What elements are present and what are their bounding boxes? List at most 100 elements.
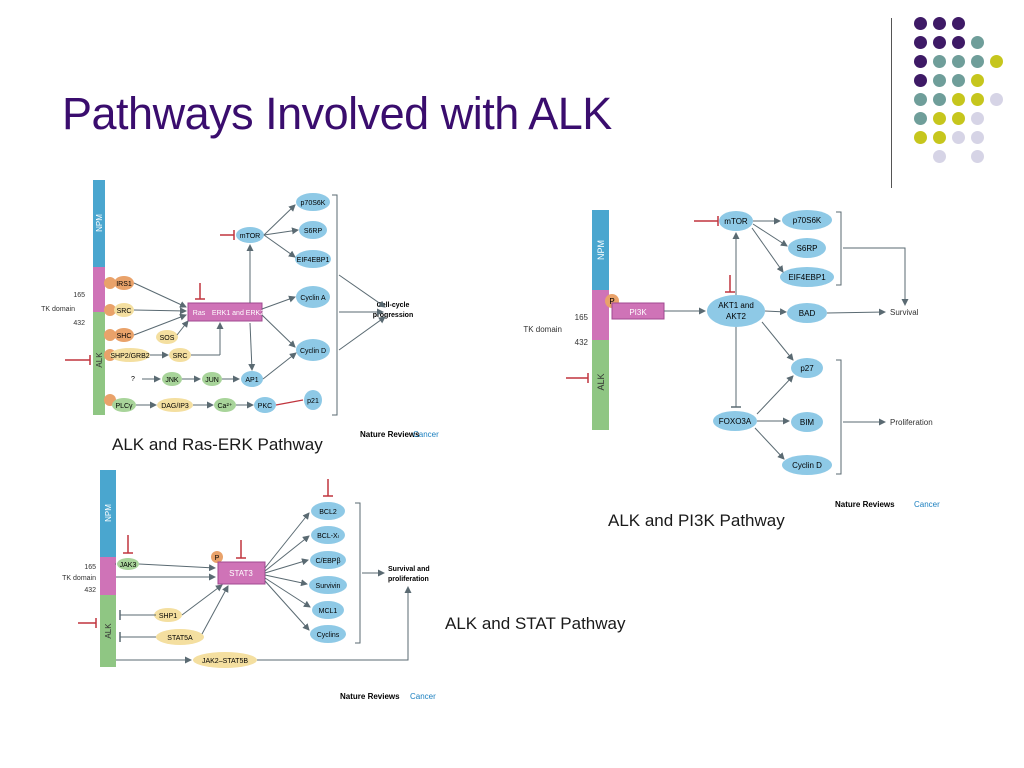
alk-label-3: ALK <box>104 623 113 639</box>
node-mtor-2: mTOR <box>724 217 748 226</box>
node-bad: BAD <box>799 309 816 318</box>
target-cyclins: Cyclins <box>317 632 340 639</box>
credit-journal-2: Nature Reviews <box>835 500 895 509</box>
credit-section: Cancer <box>413 430 439 439</box>
pi3k-diagram: NPM ALK 165 TK domain 432 P PI3K mTOR AK… <box>523 210 940 509</box>
decorative-dot <box>971 55 984 68</box>
caption-ras-erk: ALK and Ras-ERK Pathway <box>112 435 323 454</box>
decorative-dot <box>990 93 1003 106</box>
node-ap1: AP1 <box>245 377 258 384</box>
node-p70s6k: p70S6K <box>301 200 326 207</box>
outcome-proliferation: Proliferation <box>890 418 933 427</box>
target-bcl-xl: BCL-Xₗ <box>317 533 339 540</box>
alk-label: ALK <box>95 352 104 368</box>
decorative-dot <box>914 74 927 87</box>
decorative-dot <box>952 17 965 30</box>
node-s6rp-2: S6RP <box>797 244 818 253</box>
node-eif4ebp1: EIF4EBP1 <box>297 257 330 264</box>
target-cebpb: C/EBPβ <box>315 558 340 565</box>
res-432-3: 432 <box>84 587 96 594</box>
decorative-dot <box>914 17 927 30</box>
decorative-dot <box>914 55 927 68</box>
stat-outcome-line2: proliferation <box>388 576 429 583</box>
slide-title: Pathways Involved with ALK <box>62 88 612 139</box>
node-p70s6k-2: p70S6K <box>793 216 822 225</box>
node-ras: Ras <box>193 310 206 317</box>
node-cyclin-d-2: Cyclin D <box>792 461 822 470</box>
credit-journal-3: Nature Reviews <box>340 692 400 701</box>
decorative-dot <box>952 112 965 125</box>
node-akt-line1: AKT1 and <box>718 301 754 310</box>
title-divider <box>891 18 892 188</box>
decorative-dot <box>933 74 946 87</box>
decorative-dot <box>914 36 927 49</box>
decorative-dot <box>971 74 984 87</box>
decorative-dot <box>952 36 965 49</box>
unknown-mark: ? <box>131 376 135 383</box>
node-erk: ERK1 and ERK2 <box>212 310 264 317</box>
decorative-dot <box>933 55 946 68</box>
decorative-dot <box>990 55 1003 68</box>
credit-section-3: Cancer <box>410 692 436 701</box>
node-jak3: JAK3 <box>120 562 137 569</box>
node-ca: Ca²⁺ <box>218 403 233 410</box>
decorative-dot <box>914 131 927 144</box>
res-165: 165 <box>73 292 85 299</box>
caption-pi3k: ALK and PI3K Pathway <box>608 511 785 530</box>
decorative-dot <box>952 74 965 87</box>
decorative-dot <box>952 55 965 68</box>
node-jnk: JNK <box>165 377 179 384</box>
tk-domain-label-2: TK domain <box>523 325 562 334</box>
decorative-dot <box>971 150 984 163</box>
decorative-dot <box>933 131 946 144</box>
target-survivin: Survivin <box>316 583 341 590</box>
node-p21: p21 <box>307 398 319 405</box>
node-src: SRC <box>117 308 132 315</box>
target-bcl2: BCL2 <box>319 509 337 516</box>
decorative-dot <box>952 93 965 106</box>
node-bim: BIM <box>800 418 815 427</box>
res-165-2: 165 <box>575 313 589 322</box>
node-stat3: STAT3 <box>229 569 253 578</box>
node-akt-line2: AKT2 <box>726 312 747 321</box>
node-pkc: PKC <box>258 403 272 410</box>
outcome-line2: progression <box>373 312 413 319</box>
tk-domain-label: TK domain <box>41 306 75 313</box>
decorative-dot <box>933 112 946 125</box>
npm-label-2: NPM <box>596 240 606 260</box>
decorative-dot <box>914 93 927 106</box>
decorative-dot <box>952 131 965 144</box>
node-src-2: SRC <box>173 353 188 360</box>
npm-label-3: NPM <box>104 504 113 522</box>
res-432-2: 432 <box>575 338 589 347</box>
node-jak2-stat5b: JAK2–STAT5B <box>202 658 248 665</box>
node-plcg: PLCγ <box>115 403 133 410</box>
decorative-dot <box>933 150 946 163</box>
node-p27: p27 <box>800 364 814 373</box>
target-mcl1: MCL1 <box>319 608 338 615</box>
decorative-dot <box>971 93 984 106</box>
node-pi3k: PI3K <box>629 308 647 317</box>
decorative-dot <box>971 36 984 49</box>
outcome-survival: Survival <box>890 308 919 317</box>
credit-journal: Nature Reviews <box>360 430 420 439</box>
npm-label: NPM <box>95 214 104 232</box>
phospho-badge: P <box>609 297 614 306</box>
node-cyclin-d: Cyclin D <box>300 348 326 355</box>
node-shp1: SHP1 <box>159 613 177 620</box>
node-irs1: IRS1 <box>116 281 132 288</box>
stat-diagram: NPM ALK 165 TK domain 432 JAK3 P STAT3 S… <box>62 470 436 701</box>
stat-outcome-line1: Survival and <box>388 566 430 573</box>
decorative-dot <box>933 17 946 30</box>
decorative-dot <box>971 131 984 144</box>
node-shp2-grb2: SHP2/GRB2 <box>110 353 149 360</box>
node-cyclin-a: Cyclin A <box>300 295 326 302</box>
node-shc: SHC <box>117 333 132 340</box>
outcome-line1: Cell-cycle <box>377 302 410 309</box>
node-s6rp: S6RP <box>304 228 323 235</box>
phospho-badge-3: P <box>215 555 220 562</box>
node-stat5a: STAT5A <box>167 635 193 642</box>
decorative-dot <box>933 93 946 106</box>
decorative-dot <box>971 112 984 125</box>
decorative-dot <box>914 112 927 125</box>
